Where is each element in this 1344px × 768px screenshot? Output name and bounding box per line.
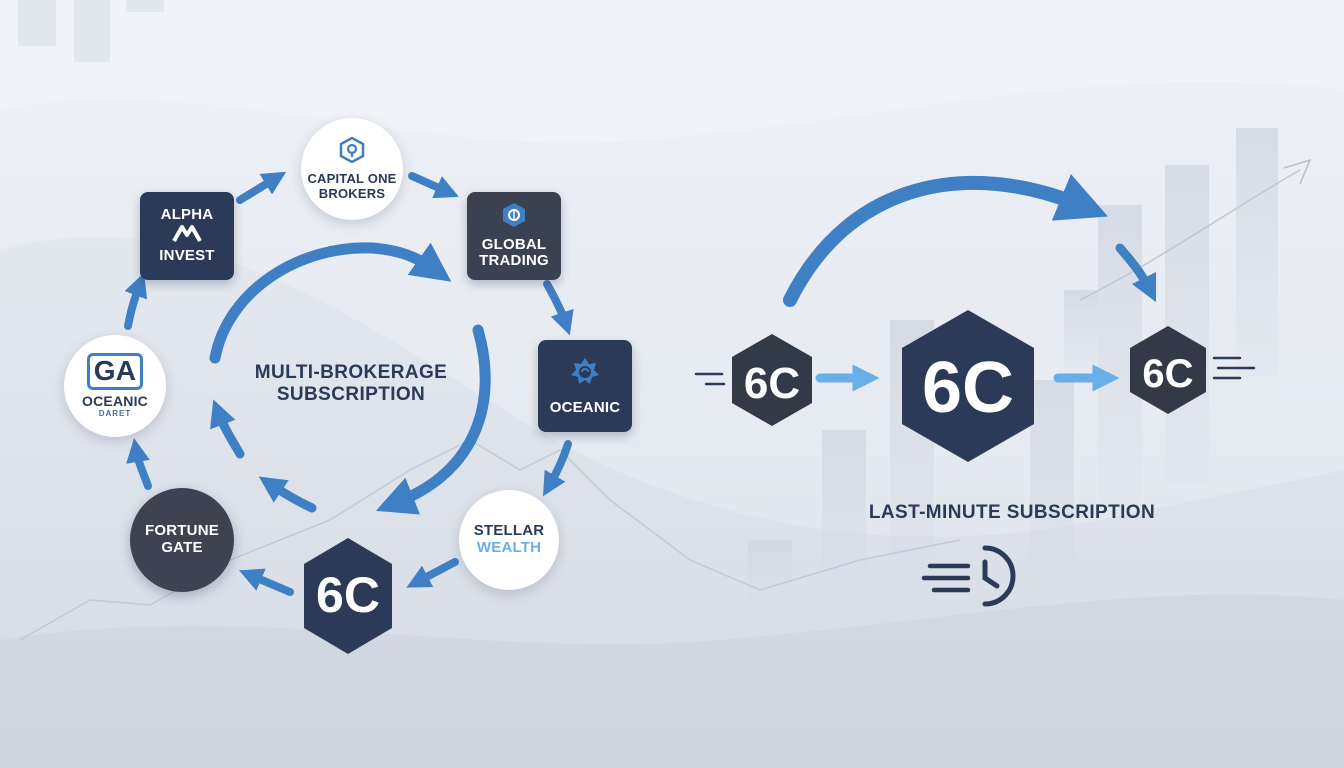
oceanic-left-line1: OCEANIC xyxy=(82,393,148,410)
fortune-gate-line1: FORTUNE xyxy=(145,522,219,540)
hex-2-monogram: 6C xyxy=(922,348,1014,428)
arrow-inner-lower-left xyxy=(258,476,317,513)
clock-speed-icon xyxy=(921,545,1016,607)
arrow-inner-left xyxy=(210,399,245,459)
alpha-invest-line1: ALPHA xyxy=(160,205,214,223)
arrow-fortune-to-oceanic xyxy=(126,438,152,490)
arrow-oceanic-to-stellar xyxy=(542,440,572,497)
global-trading-line1: GLOBAL xyxy=(481,235,547,253)
node-fortune-gate: FORTUNE GATE xyxy=(130,488,234,592)
arrow-inner-top xyxy=(209,242,452,364)
node-oceanic-right: OCEANIC xyxy=(538,340,632,432)
capital-one-line1: CAPITAL ONE xyxy=(307,171,397,187)
arrow-capital-to-global xyxy=(408,172,459,199)
stellar-wealth-line2: WEALTH xyxy=(476,539,542,556)
arrow-global-to-oceanic xyxy=(543,280,574,336)
speed-lines-right xyxy=(1212,356,1256,380)
alpha-invest-line2: INVEST xyxy=(159,247,215,265)
cycle-title-line2: SUBSCRIPTION xyxy=(276,384,426,405)
oceanic-left-monogram: GA xyxy=(86,353,144,391)
oceanic-right-line1: OCEANIC xyxy=(549,399,621,417)
last-minute-hex-3: 6C xyxy=(1130,326,1206,414)
hex-1-monogram: 6C xyxy=(744,359,800,408)
hexagon-logo-icon xyxy=(339,136,365,168)
last-minute-title: LAST-MINUTE SUBSCRIPTION xyxy=(868,502,1156,523)
globe-gear-icon xyxy=(501,202,527,233)
oceanic-left-line2: DARET xyxy=(98,408,132,418)
arrow-alpha-to-capital xyxy=(236,171,287,204)
node-oceanic-left: GA OCEANIC DARET xyxy=(64,335,166,437)
capital-one-line2: BROKERS xyxy=(318,185,386,201)
global-trading-line2: TRADING xyxy=(479,252,549,270)
speed-lines-left xyxy=(694,372,726,386)
fortune-gate-line2: GATE xyxy=(161,539,203,556)
stellar-wealth-line1: STELLAR xyxy=(473,522,545,540)
alpha-logo-icon xyxy=(172,224,202,248)
hex-3-monogram: 6C xyxy=(1142,352,1193,396)
arrow-big-curve xyxy=(783,174,1108,307)
node-alpha-invest: ALPHA INVEST xyxy=(140,192,234,280)
gc-hex-monogram: 6C xyxy=(316,567,380,623)
node-global-trading: GLOBAL TRADING xyxy=(467,192,561,280)
arrow-gc-to-fortune xyxy=(238,568,294,596)
arrow-stellar-to-gc xyxy=(406,558,459,588)
last-minute-arrows xyxy=(694,174,1256,392)
cycle-title-line1: MULTI-BROKERAGE xyxy=(254,362,448,383)
arrow-down-to-small-hex xyxy=(1115,243,1157,303)
last-minute-hex-2: 6C xyxy=(902,310,1034,462)
swirl-logo-icon xyxy=(568,355,602,394)
arrow-oceanic-to-alpha xyxy=(124,272,148,330)
node-stellar-wealth: STELLAR WEALTH xyxy=(459,490,559,590)
gc-hex-node: 6C xyxy=(304,538,392,654)
last-minute-hex-1: 6C xyxy=(732,334,812,426)
cycle-arrows xyxy=(124,171,574,596)
cycle-title: MULTI-BROKERAGE SUBSCRIPTION xyxy=(236,362,466,406)
node-capital-one-brokers: CAPITAL ONE BROKERS xyxy=(301,118,403,220)
arrow-inner-right xyxy=(375,324,491,515)
